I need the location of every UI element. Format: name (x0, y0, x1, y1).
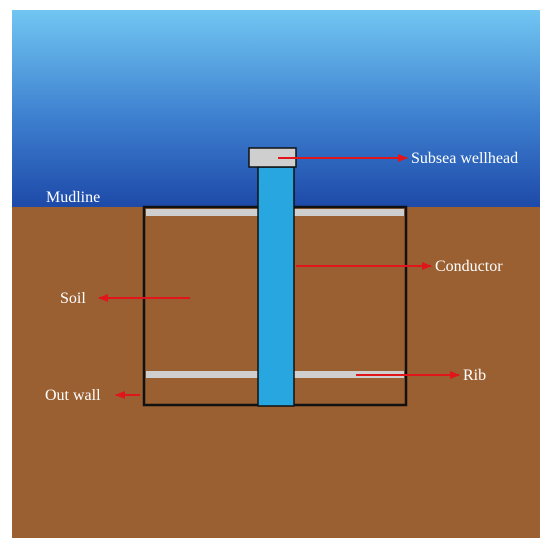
rib-top-left (146, 209, 258, 216)
label-rib: Rib (463, 367, 486, 384)
label-mudline: Mudline (46, 189, 100, 206)
conductor-pipe (257, 166, 295, 407)
rib-top-right (294, 209, 404, 216)
label-out-wall: Out wall (45, 387, 101, 404)
label-subsea-wellhead: Subsea wellhead (411, 150, 518, 167)
label-conductor: Conductor (435, 258, 503, 275)
label-soil: Soil (60, 290, 86, 307)
rib-bottom-left (146, 371, 258, 378)
rib-bottom-right (294, 371, 404, 378)
